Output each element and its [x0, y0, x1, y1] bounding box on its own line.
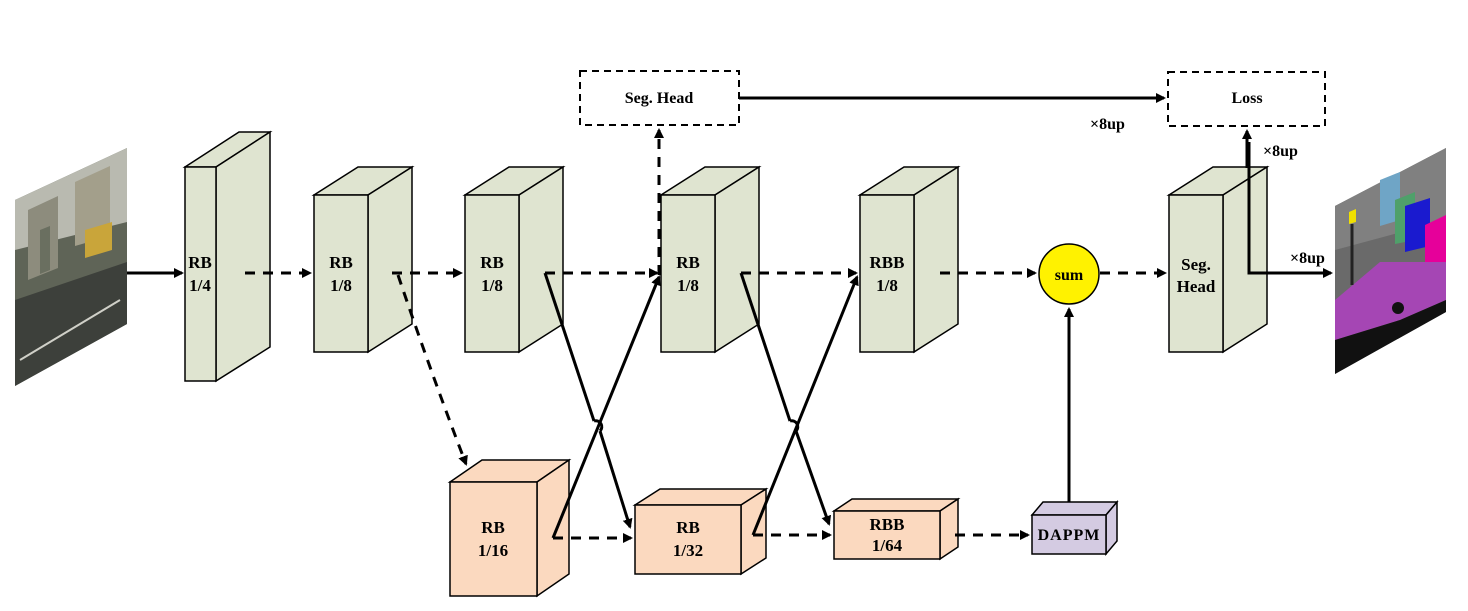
- block-rbb-1-64: RBB 1/64: [831, 497, 961, 561]
- block-rbb-1-8-scale: 1/8: [876, 276, 898, 295]
- block-rb-1-8-c-type: RB: [676, 253, 700, 272]
- upsample-aux-label: ×8up: [1090, 116, 1125, 133]
- block-rb-1-32: RB 1/32: [632, 487, 769, 576]
- block-rb-1-4-scale: 1/4: [189, 276, 211, 295]
- block-seg-head-main-line1: Seg.: [1181, 255, 1211, 274]
- block-rbb-1-64-type: RBB: [870, 515, 905, 534]
- block-rb-1-8-b-type: RB: [480, 253, 504, 272]
- connections: [127, 93, 1333, 543]
- edge-cross-down-1b: [598, 430, 633, 529]
- block-rb-1-8-c: RB 1/8: [658, 165, 762, 354]
- upsample-loss-label: ×8up: [1263, 143, 1298, 160]
- block-dappm: DAPPM: [1030, 499, 1119, 557]
- edge-seghead-to-output: [1247, 142, 1333, 278]
- output-segmentation-image: [1335, 148, 1446, 374]
- block-rb-1-4-type: RB: [188, 253, 212, 272]
- block-rbb-1-8: RBB 1/8: [857, 165, 961, 354]
- block-rb-1-8-b-scale: 1/8: [481, 276, 503, 295]
- edge-cross-up-1: [551, 275, 661, 539]
- upsample-output-label: ×8up: [1290, 250, 1325, 267]
- edge-cross-down-1a: [543, 272, 596, 422]
- block-rb-1-32-scale: 1/32: [673, 541, 703, 560]
- sum-label: sum: [1055, 267, 1084, 284]
- edge-cross-down-2b: [794, 430, 832, 526]
- sum-node: sum: [1038, 243, 1100, 305]
- block-rb-1-8-a-type: RB: [329, 253, 353, 272]
- block-rbb-1-64-scale: 1/64: [872, 536, 903, 555]
- input-image: [15, 148, 127, 386]
- block-rb-1-32-type: RB: [676, 518, 700, 537]
- loss-box: Loss: [1167, 71, 1326, 127]
- block-rb-1-4: RB 1/4: [182, 130, 273, 383]
- block-seg-head-main-line2: Head: [1177, 277, 1216, 296]
- block-rb-1-16-type: RB: [481, 518, 505, 537]
- block-rbb-1-8-type: RBB: [870, 253, 905, 272]
- block-seg-head-main: Seg. Head: [1166, 165, 1270, 354]
- block-rb-1-16-scale: 1/16: [478, 541, 508, 560]
- edge-cross-up-2: [751, 275, 859, 536]
- block-rb-1-8-a-scale: 1/8: [330, 276, 352, 295]
- block-rb-1-8-b: RB 1/8: [462, 165, 566, 354]
- block-rb-1-8-c-scale: 1/8: [677, 276, 699, 295]
- edge-cross-down-2a: [739, 272, 792, 422]
- block-rb-1-8-a: RB 1/8: [311, 165, 415, 354]
- seg-head-aux-label: Seg. Head: [625, 90, 694, 107]
- seg-head-aux-box: Seg. Head: [579, 70, 740, 126]
- loss-label: Loss: [1231, 90, 1262, 107]
- block-rb-1-16: RB 1/16: [447, 458, 572, 598]
- edge-rb18a-to-rb116: [396, 274, 468, 466]
- block-dappm-label: DAPPM: [1038, 527, 1101, 544]
